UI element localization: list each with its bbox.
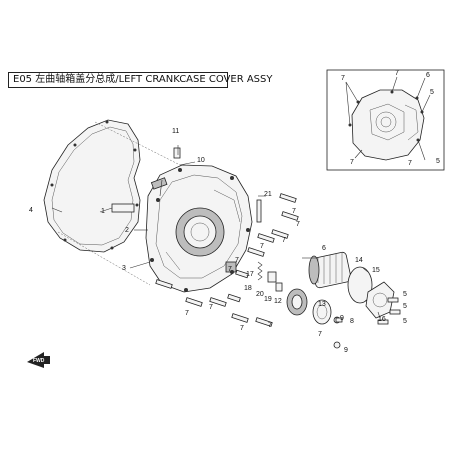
title-box: E05 左曲轴箱盖分总成/LEFT CRANKCASE COVER ASSY <box>8 72 272 88</box>
callout-10: 10 <box>197 157 205 164</box>
callout-15: 15 <box>372 267 380 274</box>
callout-21: 21 <box>264 191 272 198</box>
oil-filter <box>308 251 352 289</box>
callout-5c: 5 <box>403 318 407 325</box>
callout-8: 8 <box>350 318 354 325</box>
callout-3: 3 <box>122 265 126 272</box>
inset-callout-7c: 7 <box>350 159 354 166</box>
inset-callout-7a: 7 <box>341 75 345 82</box>
bolt-group <box>155 193 401 327</box>
callout-7a: 7 <box>292 208 296 215</box>
inset-view <box>326 69 445 171</box>
inset-callout-5a: 5 <box>430 89 434 96</box>
callout-11: 11 <box>172 128 179 135</box>
callout-7d: 7 <box>235 257 239 264</box>
callouts: 1 2 3 4 11 10 21 7 7 7 6 7 17 18 20 19 1… <box>29 70 440 354</box>
callout-7j: 7 <box>260 243 264 250</box>
callout-7i: 7 <box>318 331 322 338</box>
leader-lines <box>51 121 381 319</box>
oil-seal <box>312 299 332 325</box>
callout-7h: 7 <box>268 322 272 329</box>
inset-callout-7d: 7 <box>408 160 412 167</box>
callout-7c: 7 <box>282 237 286 244</box>
dowel-pin <box>111 203 135 213</box>
callout-7b: 7 <box>296 221 300 228</box>
callout-7g: 7 <box>240 325 244 332</box>
callout-7f: 7 <box>209 304 213 311</box>
spring-pin <box>256 199 262 223</box>
callout-4: 4 <box>29 207 33 214</box>
callout-14: 14 <box>355 257 363 264</box>
callout-1: 1 <box>101 208 105 215</box>
inset-callout-7b: 7 <box>395 70 399 77</box>
callout-7k: 7 <box>228 266 232 273</box>
fwd-badge: FWD <box>27 352 50 368</box>
relief-valve <box>267 271 277 283</box>
callout-12: 12 <box>274 298 282 305</box>
callout-7e: 7 <box>185 310 189 317</box>
callout-20: 20 <box>256 291 264 298</box>
callout-2: 2 <box>125 227 129 234</box>
relief-spring <box>257 261 263 281</box>
callout-18: 18 <box>244 285 252 292</box>
callout-5b: 5 <box>403 303 407 310</box>
callout-13: 13 <box>318 301 326 308</box>
callout-6: 6 <box>322 245 326 252</box>
callout-17: 17 <box>246 271 254 278</box>
sensor <box>150 147 181 197</box>
inset-callout-5b: 5 <box>436 158 440 165</box>
gasket <box>43 119 141 253</box>
crankcase-cover <box>145 164 253 293</box>
callout-16: 16 <box>378 316 386 323</box>
o-ring <box>347 266 373 304</box>
page-title: E05 左曲轴箱盖分总成/LEFT CRANKCASE COVER ASSY <box>13 74 273 85</box>
inset-callout-6: 6 <box>426 72 430 79</box>
callout-9b: 9 <box>344 347 348 354</box>
fwd-label: FWD <box>33 358 45 364</box>
callout-9a: 9 <box>340 315 344 322</box>
callout-19: 19 <box>264 296 272 303</box>
callout-5a: 5 <box>403 291 407 298</box>
